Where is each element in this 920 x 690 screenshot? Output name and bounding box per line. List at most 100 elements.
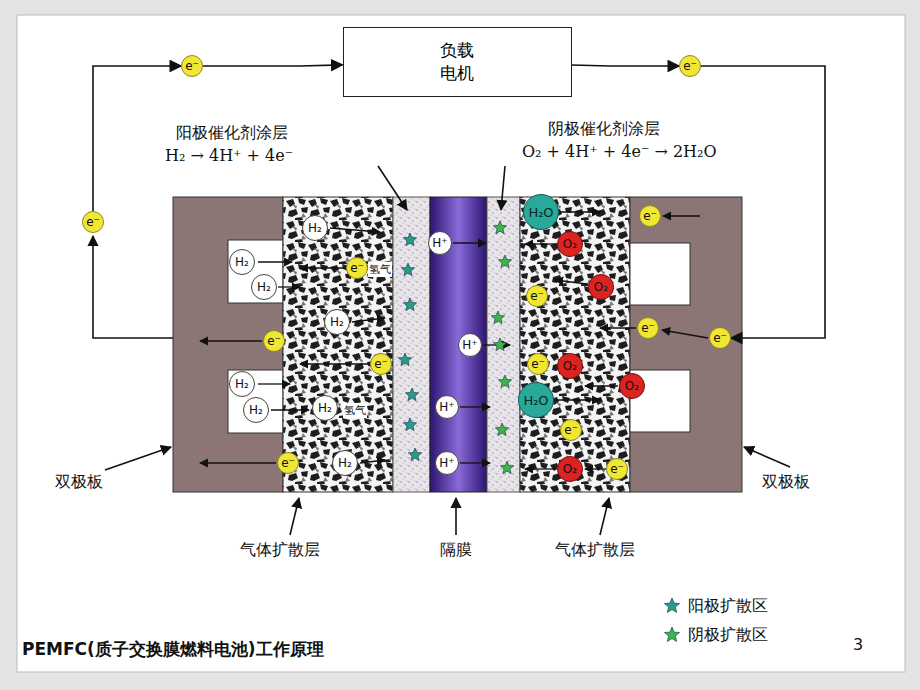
node-text: H⁺ <box>439 401 454 413</box>
oxygen-circle: O₂ <box>588 274 614 300</box>
flow-arrow <box>460 462 490 463</box>
leader <box>455 498 457 535</box>
node-text: H₂ <box>235 378 249 390</box>
electron-circle: e⁻ <box>637 317 659 339</box>
flow-arrow <box>556 399 600 400</box>
oxygen-circle: O₂ <box>557 456 583 482</box>
node-text: e⁻ <box>374 358 388 370</box>
hydrogen-circle: H₂ <box>332 450 358 476</box>
node-text: H₂ <box>330 316 344 328</box>
legend-swatch <box>662 596 682 616</box>
node-text: H₂ <box>249 404 263 416</box>
gas-channel <box>228 240 283 303</box>
wire-connector <box>93 66 181 211</box>
star <box>403 233 416 246</box>
node-text: H₂O <box>528 206 553 219</box>
flow-arrow <box>525 468 556 469</box>
node-text: H₂ <box>235 256 249 268</box>
wire <box>93 236 173 338</box>
flow-arrow <box>278 286 300 287</box>
star <box>405 388 418 401</box>
wire-connector <box>572 65 680 66</box>
star <box>493 221 506 234</box>
reaction-arrows <box>200 212 708 469</box>
node-text: e⁻ <box>683 60 697 72</box>
node-text: H₂ <box>257 281 271 293</box>
label: 3 <box>853 635 863 654</box>
star <box>398 353 411 366</box>
label: 阳极催化剂涂层 <box>176 123 288 144</box>
node-text: 负载 电机 <box>438 39 475 85</box>
star <box>500 461 513 474</box>
legend-swatch <box>662 625 682 645</box>
leader <box>378 166 407 210</box>
label: 氢气 <box>343 403 367 418</box>
electron-circle: e⁻ <box>346 257 368 279</box>
oxygen-circle: O₂ <box>557 353 583 379</box>
wire-connector <box>701 66 825 338</box>
node-text: H₂ <box>318 402 332 414</box>
star <box>403 298 416 311</box>
flow-arrow <box>585 468 606 469</box>
anode-catalyst <box>393 197 430 492</box>
oxygen-circle: O₂ <box>619 373 645 399</box>
hydrogen-circle: H₂ <box>229 371 255 397</box>
node-text: e⁻ <box>713 332 727 344</box>
star <box>664 627 679 642</box>
hydrogen-circle: H₂ <box>324 309 350 335</box>
legend-text: 阳极扩散区 <box>688 596 768 617</box>
flow-arrow <box>585 385 618 386</box>
node-text: H⁺ <box>439 457 454 469</box>
gas-channel <box>228 370 283 433</box>
catalyst-stars <box>398 221 513 474</box>
label: 气体扩散层 <box>555 540 635 561</box>
flow-arrow <box>258 383 290 384</box>
flow-arrow <box>330 228 380 232</box>
node-text: O₂ <box>563 360 577 372</box>
hydrogen-circle: H₂ <box>302 215 328 241</box>
flow-arrow <box>271 409 309 410</box>
node-text: O₂ <box>625 380 639 392</box>
node-text: e⁻ <box>350 262 364 274</box>
flow-arrow <box>560 211 600 212</box>
flow-arrow <box>258 261 292 262</box>
leader <box>290 498 299 535</box>
electron-circle: e⁻ <box>82 211 104 233</box>
proton-circle: H⁺ <box>458 333 482 357</box>
label: 氢气 <box>368 262 392 277</box>
star <box>491 311 504 324</box>
flow-arrow <box>300 363 369 364</box>
star <box>664 598 679 613</box>
flow-arrow <box>555 280 587 284</box>
hydrogen-circle: H₂ <box>312 395 338 421</box>
leader <box>600 498 609 535</box>
node-text: O₂ <box>563 238 577 250</box>
oxygen-circle: O₂ <box>557 231 583 257</box>
leader <box>105 447 171 470</box>
hydrogen-circle: H₂ <box>243 397 269 423</box>
flow-arrow <box>663 215 700 216</box>
node-text: e⁻ <box>267 335 281 347</box>
node-text: e⁻ <box>643 210 657 222</box>
node-text: e⁻ <box>281 457 295 469</box>
electron-circle: e⁻ <box>606 458 628 480</box>
flow-arrow <box>352 318 385 322</box>
electron-circle: e⁻ <box>679 55 701 77</box>
flow-arrow <box>453 242 486 243</box>
node-text: e⁻ <box>610 463 624 475</box>
flow-arrow <box>200 340 262 341</box>
gas-diffusion-layer <box>520 197 630 492</box>
gas-channel <box>630 243 690 305</box>
node-text: H₂ <box>308 222 322 234</box>
wire-connector <box>203 65 343 66</box>
membrane <box>430 197 487 492</box>
label: 阴极催化剂涂层 <box>548 119 660 140</box>
wires <box>93 166 790 535</box>
leader <box>501 166 505 210</box>
proton-circle: H⁺ <box>435 395 459 419</box>
flow-arrow <box>600 327 636 328</box>
star <box>498 255 511 268</box>
node-text: H₂ <box>338 457 352 469</box>
proton-circle: H⁺ <box>435 451 459 475</box>
